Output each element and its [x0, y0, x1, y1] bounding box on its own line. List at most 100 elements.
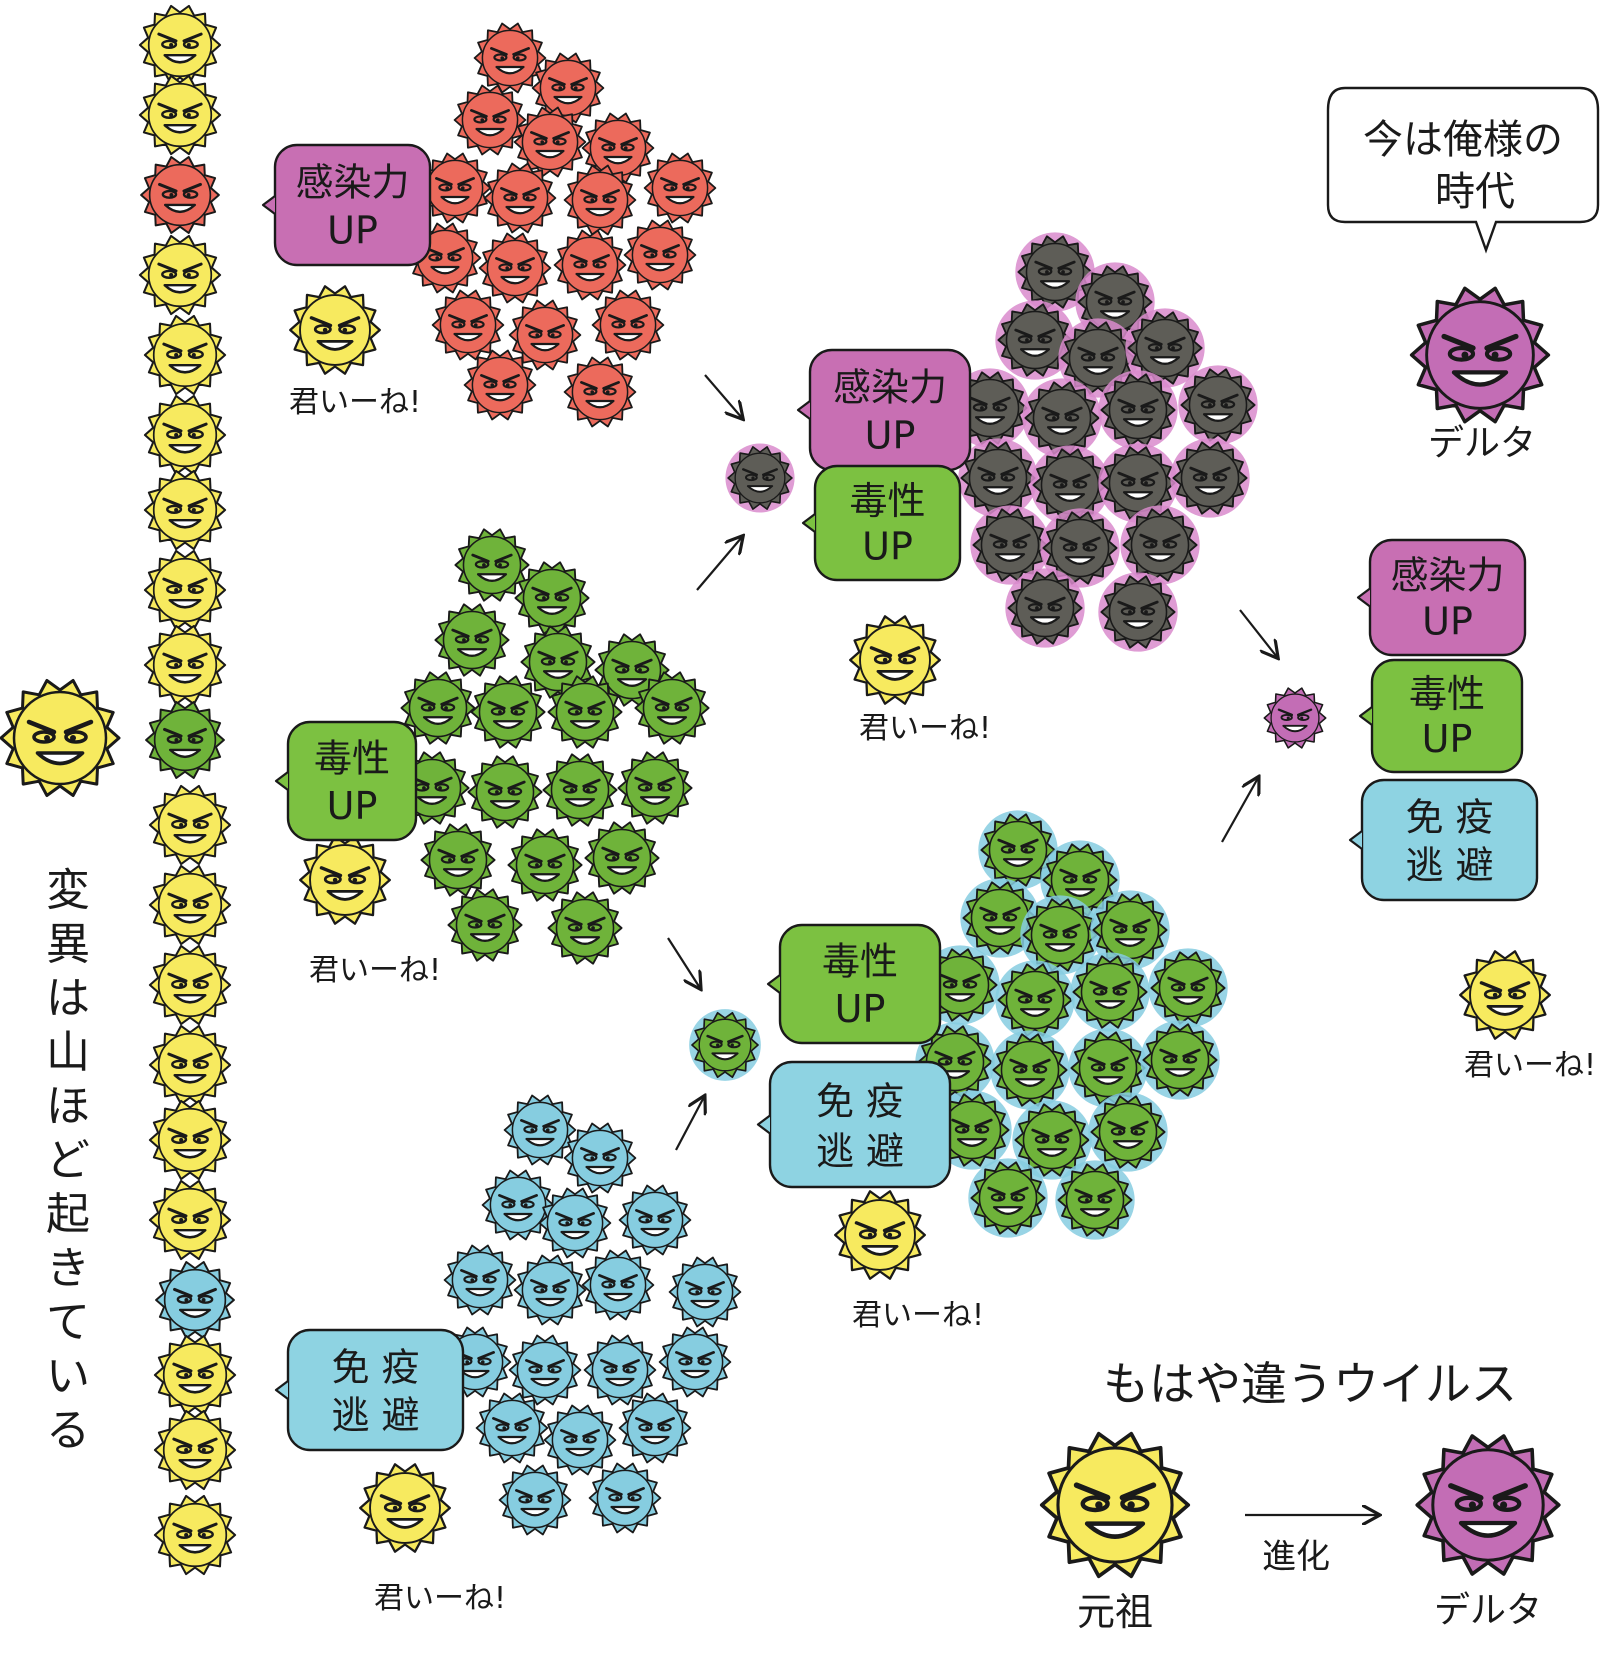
cheering-virus [850, 616, 940, 703]
gray-cluster-virus [1178, 365, 1257, 444]
tag-escape-line-1: 免 疫 [331, 1345, 419, 1389]
column-virus [155, 1336, 235, 1414]
green-cluster-virus [515, 562, 588, 633]
gray-mutant-seed [725, 443, 794, 512]
delta-speech-bubble: 今は俺様の 時代 [1328, 88, 1598, 250]
origin-virus-summary [1042, 1434, 1188, 1577]
column-virus [150, 1101, 230, 1179]
red-cluster-virus [475, 24, 546, 93]
vertical-caption-char: き [46, 1243, 90, 1294]
column-virus [140, 76, 220, 154]
vertical-caption-char: 山 [46, 1027, 90, 1078]
red-cluster-virus [555, 231, 626, 300]
blue-cluster-virus [660, 1328, 731, 1397]
mixed-cluster-virus [1140, 1020, 1219, 1099]
like-caption: 君いーね! [374, 1581, 506, 1616]
column-virus [150, 866, 230, 944]
arrow-gray-to-delta [1240, 610, 1277, 657]
blue-cluster-virus [500, 1466, 571, 1535]
tag-escape-line-2: 逃 避 [1405, 843, 1493, 887]
summary-arrow-label: 進化 [1262, 1537, 1330, 1577]
tag-toxic: 毒性UP [768, 925, 940, 1043]
like-caption: 君いーね! [852, 1298, 984, 1333]
tag-escape: 免 疫逃 避 [276, 1330, 463, 1450]
red-cluster-virus [480, 234, 551, 303]
red-cluster-virus [645, 154, 716, 223]
gray-cluster-virus [1098, 572, 1177, 651]
mixed-cluster-virus [990, 1030, 1069, 1109]
mixed-mutant-seed [689, 1009, 761, 1081]
summary-delta-label: デルタ [1434, 1590, 1542, 1631]
cheering-virus [360, 1464, 450, 1551]
summary-origin-label: 元祖 [1077, 1590, 1153, 1634]
green-cluster-virus [471, 676, 544, 747]
tag-infect-line-2: UP [327, 208, 378, 252]
vertical-caption-char: 変 [46, 865, 90, 916]
gray-cluster-virus [1005, 568, 1084, 647]
tag-toxic-line-2: UP [327, 784, 378, 828]
green-cluster-virus [508, 829, 581, 900]
blue-cluster-virus [670, 1258, 741, 1327]
arrow-green-to-mixed [668, 938, 700, 988]
green-cluster-virus [543, 754, 616, 825]
red-cluster [410, 24, 716, 427]
mixed-cluster [915, 810, 1227, 1239]
tag-escape-line-2: 逃 避 [816, 1130, 904, 1174]
arrow-red-to-gray [705, 375, 742, 418]
gray-cluster-virus [1170, 438, 1249, 517]
tag-escape: 免 疫逃 避 [1350, 780, 1537, 900]
column-virus [140, 236, 220, 314]
column-virus [150, 786, 230, 864]
tag-toxic-line-2: UP [835, 987, 886, 1031]
column-virus [145, 396, 225, 474]
cheering-virus [1460, 951, 1550, 1038]
cheering-virus [300, 836, 390, 923]
blue-cluster-virus [583, 1251, 654, 1320]
column-virus [156, 1262, 234, 1338]
delta-virus-summary [1417, 1436, 1559, 1574]
cheering-virus [835, 1191, 925, 1278]
vertical-caption-char: ど [46, 1135, 90, 1186]
delta-virus-top [1412, 288, 1549, 421]
delta-label-top: デルタ [1428, 423, 1536, 464]
tag-escape-line-1: 免 疫 [816, 1080, 904, 1124]
blue-cluster-virus [505, 1096, 576, 1165]
blue-cluster-virus [445, 1246, 516, 1315]
tag-toxic-line-1: 毒性 [314, 737, 390, 781]
green-cluster-virus [455, 529, 528, 600]
tag-infect-line-1: 感染力 [1390, 553, 1504, 597]
column-virus [150, 946, 230, 1024]
vertical-caption-char: い [46, 1351, 90, 1402]
green-cluster-virus [618, 752, 691, 823]
mixed-cluster-virus [968, 1158, 1047, 1237]
vertical-caption-char: 起 [46, 1189, 90, 1240]
tag-infect-line-2: UP [865, 413, 916, 457]
column-virus [150, 1026, 230, 1104]
mixed-cluster-virus [1088, 1092, 1167, 1171]
tag-infect-line-1: 感染力 [833, 365, 947, 409]
blue-cluster-virus [545, 1406, 616, 1475]
like-caption: 君いーね! [859, 711, 991, 746]
tag-toxic: 毒性UP [1360, 660, 1522, 772]
red-cluster-virus [625, 221, 696, 290]
vertical-caption-char: る [46, 1405, 90, 1456]
blue-cluster [440, 1096, 741, 1535]
tag-infect: 感染力UP [798, 350, 970, 470]
tag-escape-line-2: 逃 避 [331, 1393, 419, 1437]
green-cluster-virus [585, 822, 658, 893]
gray-cluster-virus [1098, 370, 1177, 449]
tag-infect-line-1: 感染力 [295, 160, 409, 204]
green-cluster [395, 529, 708, 963]
blue-cluster-virus [590, 1464, 661, 1533]
like-caption: 君いーね! [1464, 1048, 1596, 1083]
mixed-cluster-virus [1148, 948, 1227, 1027]
tag-toxic-line-1: 毒性 [822, 940, 898, 984]
vertical-caption-char: て [46, 1297, 90, 1348]
column-virus [145, 551, 225, 629]
blue-cluster-virus [620, 1394, 691, 1463]
column-virus [155, 1496, 235, 1574]
mutation-column [140, 6, 235, 1574]
blue-cluster-virus [565, 1124, 636, 1193]
